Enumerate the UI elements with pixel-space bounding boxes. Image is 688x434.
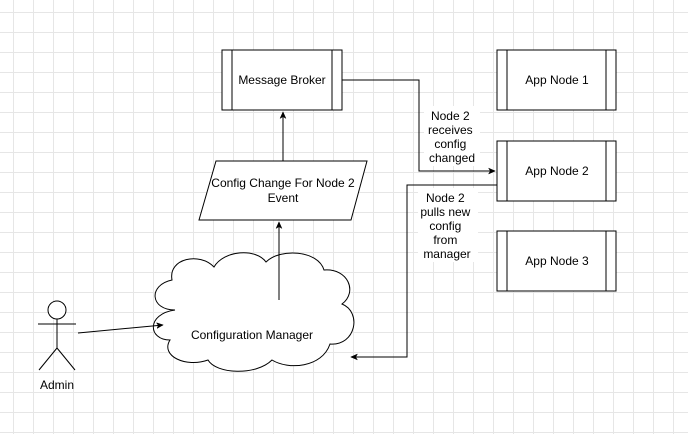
svg-text:Node 2 pulls new c: Node 2 pulls new config from manager [420,191,473,261]
configuration-manager-label: Configuration Manager [191,328,313,342]
receives-line-3: config [434,137,466,151]
pulls-line-4: from [433,233,457,247]
edge-broker-to-app-node-2[interactable] [342,79,495,171]
pulls-line-1: Node 2 [426,191,465,205]
message-broker-label: Message Broker [238,73,325,87]
message-broker-node[interactable]: Message Broker [221,49,343,111]
config-event-label-line1: Config Change For Node 2 [211,176,355,190]
config-event-label-line2: Event [268,191,299,205]
pulls-line-5: manager [423,247,470,261]
edge-admin-to-config-manager[interactable] [77,325,163,334]
pulls-line-2: pulls new [420,205,470,219]
app-node-1-label: App Node 1 [525,73,589,87]
config-change-event-node[interactable]: Config Change For Node 2 Event [198,160,368,221]
receives-line-1: Node 2 [431,109,470,123]
svg-text:Node 2 receives co: Node 2 receives config changed [428,109,476,165]
receives-line-4: changed [429,151,475,165]
app-node-3[interactable]: App Node 3 [496,230,617,292]
edge-label-receives: Node 2 receives config changed [424,106,480,166]
edge-label-pulls: Node 2 pulls new config from manager [418,188,478,262]
configuration-manager-node[interactable]: Configuration Manager [152,252,355,372]
app-node-3-label: App Node 3 [525,254,589,268]
app-node-2[interactable]: App Node 2 [496,140,617,202]
pulls-line-3: config [429,219,461,233]
admin-actor[interactable]: Admin [38,300,76,392]
edge-app-node-2-to-config-manager[interactable] [351,184,497,357]
admin-label: Admin [40,378,74,392]
receives-line-2: receives [428,123,473,137]
app-node-1[interactable]: App Node 1 [496,49,617,111]
app-node-2-label: App Node 2 [525,164,589,178]
